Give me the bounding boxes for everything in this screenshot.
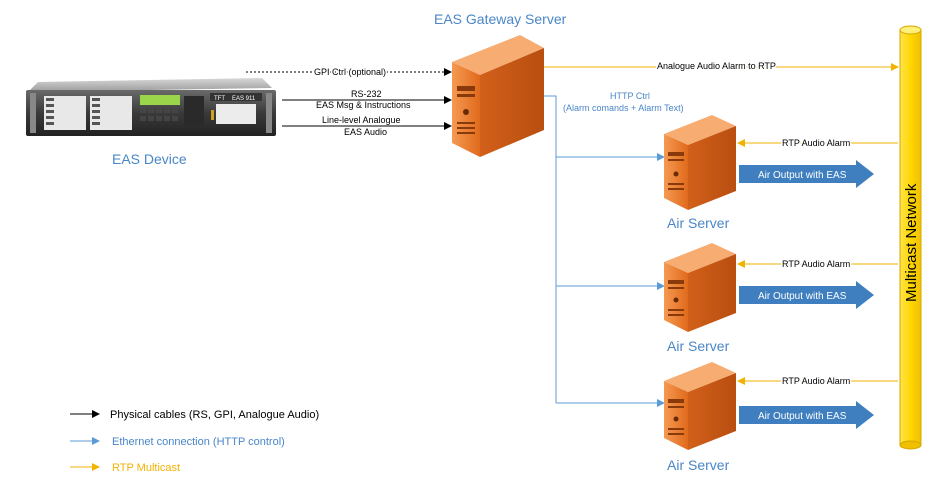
air-output-label-2: Air Output with EAS (758, 291, 847, 302)
multicast-network-label: Multicast Network (903, 183, 920, 302)
analogue-rtp-label: Analogue Audio Alarm to RTP (657, 61, 776, 71)
eas-device-brand: TFT (214, 96, 225, 102)
rtp-alarm-label-2: RTP Audio Alarm (782, 259, 850, 269)
air-server-3 (664, 362, 736, 450)
rtp-alarm-links (737, 139, 898, 385)
eas-device-model: EAS 911 (232, 96, 256, 102)
legend: Physical cables (RS, GPI, Analogue Audio… (70, 409, 319, 474)
air-output-arrow-3: Air Output with EAS (739, 401, 874, 429)
air-output-arrow-1: Air Output with EAS (739, 160, 874, 188)
gpi-link-label: GPI Ctrl (optional) (314, 67, 386, 77)
air-output-label-3: Air Output with EAS (758, 411, 847, 422)
eas-device: TFT EAS 911 (26, 78, 276, 136)
gateway-label: EAS Gateway Server (434, 11, 567, 27)
air-server-1-label: Air Server (667, 215, 730, 231)
eas-device-lcd (140, 95, 180, 105)
air-server-2 (664, 243, 736, 332)
audio-link-label-1: Line-level Analogue (322, 115, 401, 125)
air-server-1 (664, 115, 736, 210)
multicast-network-bus (899, 25, 922, 450)
http-link-label-1: HTTP Ctrl (610, 91, 650, 101)
http-ethernet-links (544, 95, 665, 407)
eas-device-printer-slot (216, 104, 256, 124)
air-output-arrow-2: Air Output with EAS (739, 281, 874, 309)
eas-device-label: EAS Device (112, 151, 187, 167)
http-link-label-2: (Alarm comands + Alarm Text) (563, 103, 684, 113)
rtp-alarm-label-1: RTP Audio Alarm (782, 138, 850, 148)
air-server-3-label: Air Server (667, 457, 730, 473)
legend-ethernet-text: Ethernet connection (HTTP control) (112, 436, 285, 448)
audio-link-label-2: EAS Audio (344, 127, 387, 137)
rs232-link-label-1: RS-232 (351, 89, 382, 99)
air-server-2-label: Air Server (667, 338, 730, 354)
rs232-link-label-2: EAS Msg & Instructions (316, 100, 411, 110)
legend-physical-text: Physical cables (RS, GPI, Analogue Audio… (110, 409, 319, 421)
rtp-alarm-label-3: RTP Audio Alarm (782, 376, 850, 386)
legend-rtp-text: RTP Multicast (112, 462, 180, 474)
gateway-server-icon (452, 35, 544, 157)
air-output-label-1: Air Output with EAS (758, 170, 847, 181)
